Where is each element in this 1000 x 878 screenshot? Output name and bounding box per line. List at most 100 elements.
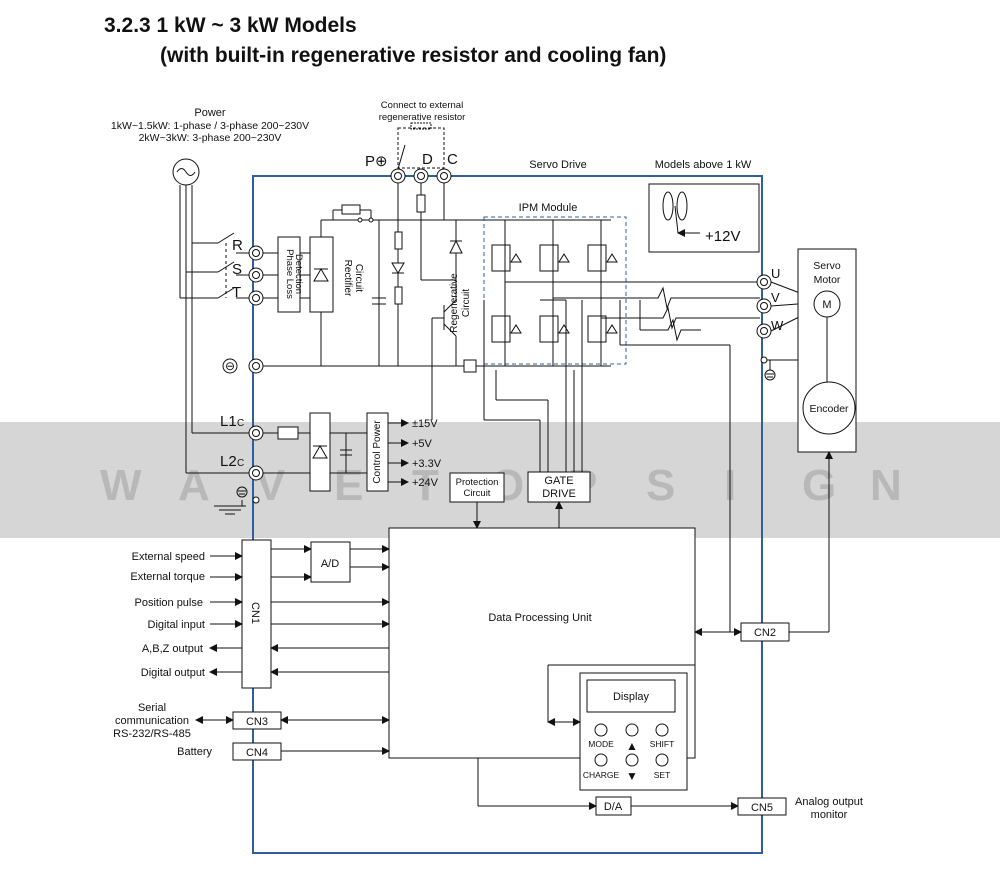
external-resistor-icon <box>410 122 432 130</box>
mode-label: MODE <box>588 739 614 749</box>
ad-label: A/D <box>321 558 339 570</box>
ipm-module-label: IPM Module <box>519 202 578 214</box>
section-subtitle: (with built-in regenerative resistor and… <box>160 44 667 67</box>
power-spec-2: 2kW~3kW: 3-phase 200~230V <box>139 132 282 144</box>
voltage-5v: +5V <box>412 438 433 450</box>
charge-indicator <box>594 753 608 767</box>
cn1-signal-arrows <box>209 545 390 676</box>
rectifier-label-1: Rectifier <box>342 260 353 297</box>
terminal-l2-sub: C <box>237 458 244 469</box>
minus-terminal <box>248 358 264 374</box>
cn5-connector <box>737 797 787 816</box>
display-screen <box>586 679 676 713</box>
section-title: 3.2.3 1 kW ~ 3 kW Models <box>104 14 357 37</box>
external-resistor-label-1: Connect to external <box>381 100 463 111</box>
charge-label: CHARGE <box>583 770 620 780</box>
encoder-icon <box>802 381 856 435</box>
da-label: D/A <box>604 801 623 813</box>
terminal-l2-label: L2 <box>220 453 237 470</box>
control-power-outputs <box>388 419 409 486</box>
ext-speed-label: External speed <box>132 551 205 563</box>
watermark-letter: W <box>100 461 142 510</box>
terminal-l1-sub: C <box>237 418 244 429</box>
terminal-t-label: T <box>232 284 241 301</box>
control-power-input <box>186 412 367 492</box>
terminal-p-label: P⊕ <box>365 153 388 170</box>
digital-output-label: Digital output <box>141 667 205 679</box>
analog-output-label-1: Analog output <box>795 796 863 808</box>
pdc-terminals <box>390 144 456 281</box>
rst-terminals <box>248 245 278 306</box>
models-above-label: Models above 1 kW <box>655 159 752 171</box>
terminal-d-label: D <box>422 151 433 168</box>
mode-button[interactable] <box>594 723 608 737</box>
up-arrow-icon: ▲ <box>626 739 638 753</box>
external-resistor-bracket <box>397 127 445 169</box>
minus-terminal-symbol <box>222 358 238 374</box>
ad-converter-box <box>310 541 351 583</box>
servo-motor-label-2: Motor <box>814 274 841 286</box>
protection-label-2: Circuit <box>464 488 491 499</box>
terminal-u-label: U <box>771 266 780 281</box>
watermark-letter: T <box>412 461 439 510</box>
fan-voltage-label: +12V <box>705 228 740 245</box>
terminal-v-label: V <box>771 290 780 305</box>
serial-label-3: RS-232/RS-485 <box>113 728 191 740</box>
abz-output-label: A,B,Z output <box>142 643 203 655</box>
cooling-fan-box <box>648 183 760 253</box>
regen-label-1: Regenerative <box>449 273 460 333</box>
ground-symbol-lower <box>214 486 260 515</box>
set-label: SET <box>654 770 671 780</box>
gate-drive-box <box>527 471 591 503</box>
motor-label: M <box>822 299 831 311</box>
digital-input-label: Digital input <box>148 619 205 631</box>
ground-icon <box>764 369 776 381</box>
shift-button[interactable] <box>655 723 669 737</box>
rectifier-label-2: Circuit <box>353 264 364 293</box>
encoder-label: Encoder <box>809 403 849 415</box>
voltage-15v: ±15V <box>412 418 438 430</box>
watermark-letter: G <box>802 461 836 510</box>
up-button[interactable] <box>625 723 639 737</box>
servo-drive-label: Servo Drive <box>529 159 586 171</box>
current-sensor-box <box>463 359 477 373</box>
dpu-label: Data Processing Unit <box>488 612 591 624</box>
watermark-letter: E <box>334 461 363 510</box>
terminal-r-label: R <box>232 237 243 254</box>
uvw-terminals <box>756 274 816 370</box>
current-feedback-lines <box>619 281 760 346</box>
sine-wave-icon <box>176 168 196 176</box>
phase-loss-label-2: Detection <box>293 254 304 294</box>
regen-label-2: Circuit <box>461 289 472 318</box>
terminal-s-label: S <box>232 261 242 278</box>
battery-label: Battery <box>177 746 212 758</box>
gate-drive-label-2: DRIVE <box>542 488 576 500</box>
cn3-label: CN3 <box>246 716 268 728</box>
down-arrow-icon: ▼ <box>626 769 638 783</box>
gate-signal-lines <box>483 299 583 472</box>
watermark-letter: A <box>178 461 210 510</box>
serial-label-2: communication <box>115 715 189 727</box>
power-spec-1: 1kW~1.5kW: 1-phase / 3-phase 200~230V <box>111 120 309 132</box>
cn4-label: CN4 <box>246 747 268 759</box>
dc-bus <box>263 204 488 367</box>
position-pulse-label: Position pulse <box>135 597 204 609</box>
phase-loss-label-1: Phase Loss <box>284 249 295 299</box>
protection-circuit-box <box>449 472 505 503</box>
voltage-3v3: +3.3V <box>412 458 442 470</box>
servo-drive-border <box>252 175 763 854</box>
gate-drive-label-1: GATE <box>544 475 573 487</box>
down-button[interactable] <box>625 753 639 767</box>
rst-input-lines <box>180 232 250 299</box>
serial-label-1: Serial <box>138 702 166 714</box>
cn1-connector <box>241 539 272 689</box>
ext-torque-label: External torque <box>130 571 205 583</box>
ipm-module-border <box>483 216 627 365</box>
control-power-label: Control Power <box>372 420 383 484</box>
regenerative-circuit <box>431 220 463 410</box>
watermark-letter: N <box>870 461 902 510</box>
rectifier-box <box>309 236 334 313</box>
control-power-box <box>366 412 389 492</box>
set-button[interactable] <box>655 753 669 767</box>
